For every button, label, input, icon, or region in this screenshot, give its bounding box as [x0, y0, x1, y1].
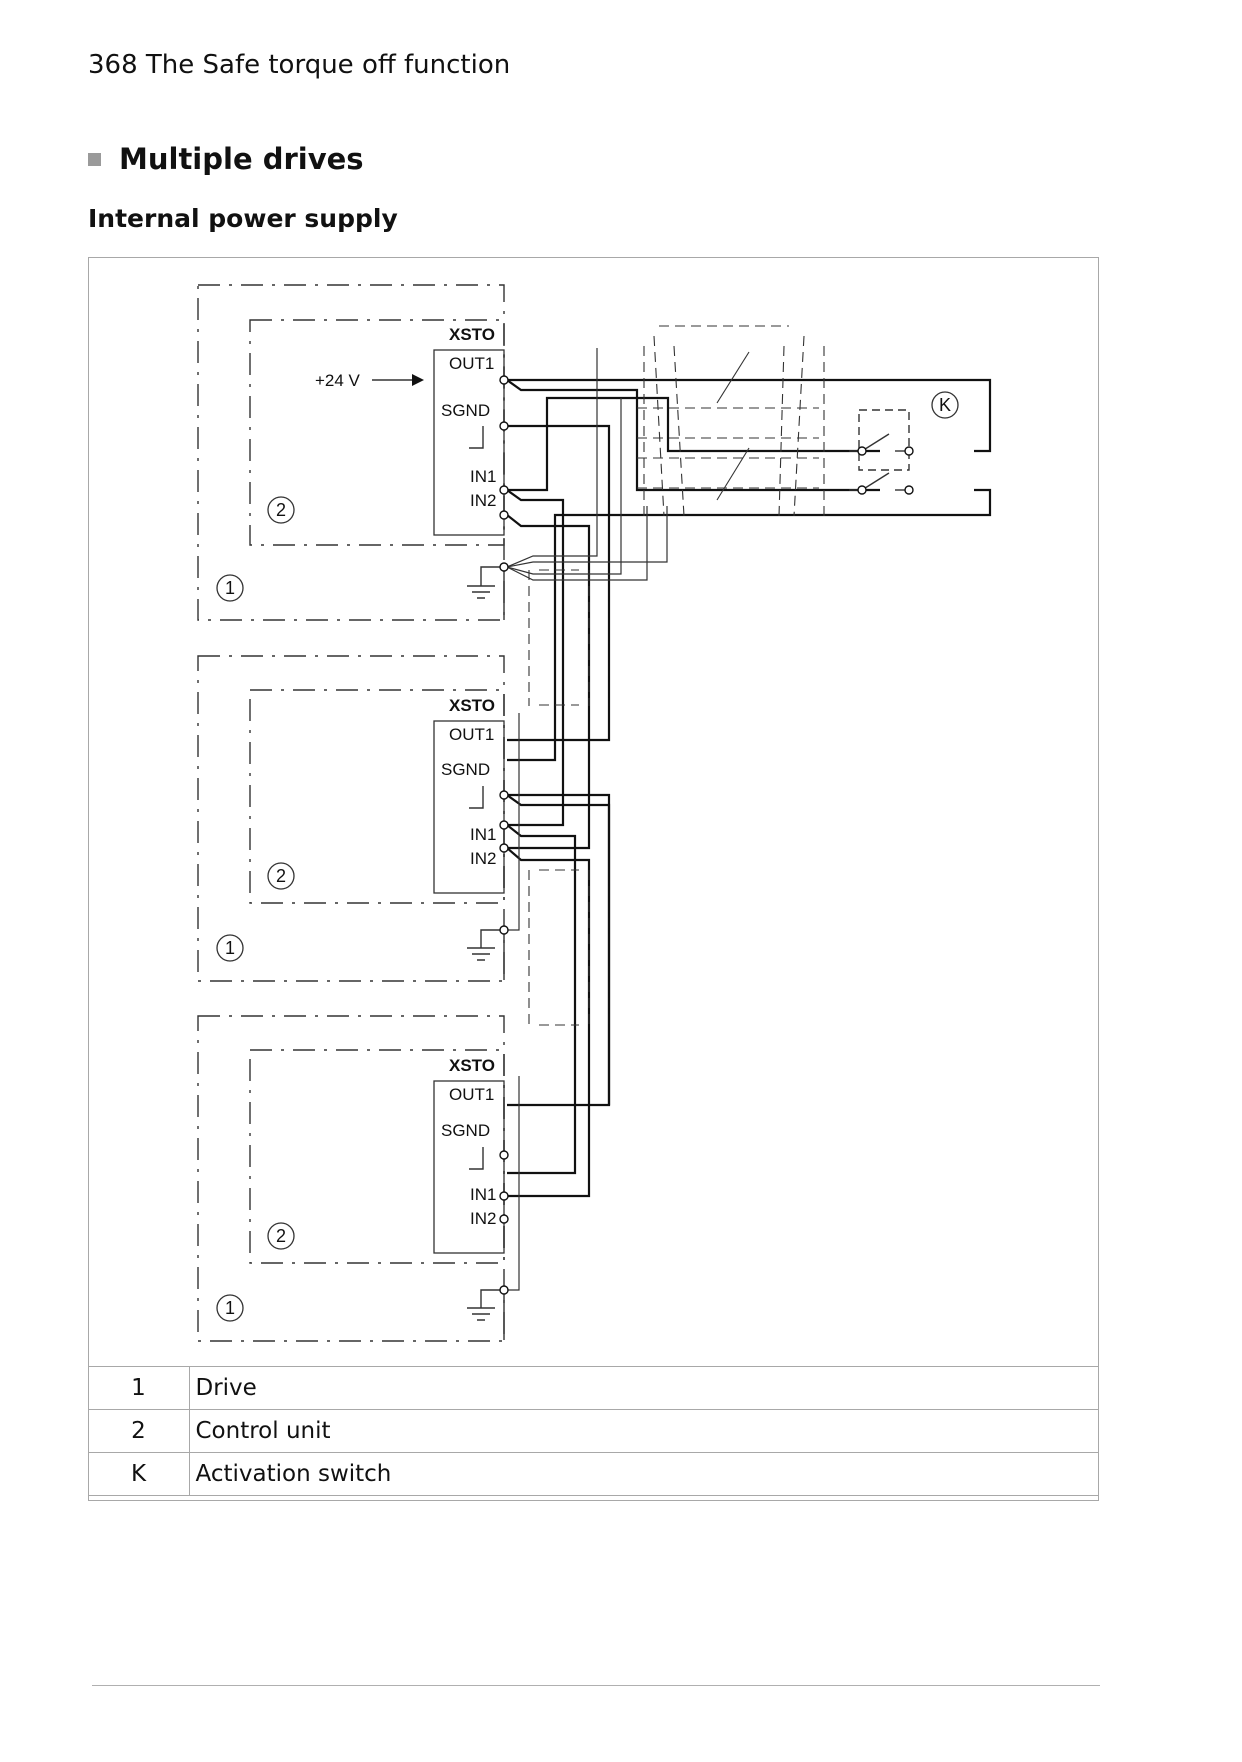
out1-label-1: OUT1: [449, 354, 494, 373]
callout-circle-icon: [267, 1222, 295, 1250]
running-head: 368 The Safe torque off function: [88, 50, 511, 80]
in2-label-3: IN2: [470, 1209, 496, 1228]
callout-control-unit-1: 2: [276, 500, 286, 520]
xsto-label-1: XSTO: [449, 325, 495, 344]
legend-description: Activation switch: [188, 1452, 1099, 1496]
xsto-terminal-block-1: [433, 349, 505, 536]
legend-table: 1 Drive 2 Control unit K Activation swit…: [87, 1366, 1099, 1496]
figure-frame: XSTO OUT1 SGND IN1 IN2 +24 V XSTO OUT1 S…: [87, 257, 1099, 1501]
legend-row: K Activation switch: [87, 1452, 1099, 1496]
xsto-terminal-block-2: [433, 720, 505, 894]
callout-circle-icon: [216, 574, 244, 602]
in2-label-2: IN2: [470, 849, 496, 868]
legend-key: K: [87, 1452, 190, 1496]
callout-circle-icon: [931, 391, 959, 419]
xsto-label-3: XSTO: [449, 1056, 495, 1075]
legend-key: 2: [87, 1409, 190, 1453]
cable-shield: [528, 325, 825, 1026]
callout-drive-2: 1: [225, 938, 235, 958]
terminal-node: [499, 375, 914, 1295]
callout-switch: K: [939, 395, 951, 415]
control-unit-block-1: [249, 319, 505, 546]
earth-ground-icon: [467, 1289, 504, 1321]
subsection-title: Internal power supply: [88, 204, 398, 233]
in2-label-1: IN2: [470, 491, 496, 510]
callout-control-unit-2: 2: [276, 866, 286, 886]
earth-ground-icon: [467, 929, 504, 961]
legend-description: Control unit: [188, 1409, 1099, 1453]
out1-label-3: OUT1: [449, 1085, 494, 1104]
xsto-label-2: XSTO: [449, 696, 495, 715]
supply-voltage-label: +24 V: [315, 371, 361, 390]
xsto-terminal-block-3: [433, 1080, 505, 1254]
drive-block-2: [197, 655, 505, 982]
footer-rule: [92, 1685, 1100, 1686]
legend-key: 1: [87, 1366, 190, 1410]
drive-block-3: [197, 1015, 505, 1342]
signal-wiring: [506, 378, 992, 1198]
callout-drive-1: 1: [225, 578, 235, 598]
in1-label-1: IN1: [470, 467, 496, 486]
callout-circle-icon: [267, 496, 295, 524]
wiring-diagram: XSTO OUT1 SGND IN1 IN2 +24 V XSTO OUT1 S…: [197, 284, 992, 1342]
legend-row: 1 Drive: [87, 1366, 1099, 1410]
out1-label-2: OUT1: [449, 725, 494, 744]
callout-circle-icon: [216, 934, 244, 962]
control-unit-block-3: [249, 1049, 505, 1264]
in1-label-2: IN1: [470, 825, 496, 844]
sgnd-label-1: SGND: [441, 401, 490, 420]
callout-control-unit-3: 2: [276, 1226, 286, 1246]
section-marker-icon: [88, 152, 101, 166]
legend-row: 2 Control unit: [87, 1409, 1099, 1453]
section-heading: Multiple drives: [88, 142, 364, 176]
callout-circle-icon: [267, 862, 295, 890]
legend-description: Drive: [188, 1366, 1099, 1410]
section-title: Multiple drives: [119, 142, 364, 176]
sgnd-label-2: SGND: [441, 760, 490, 779]
sgnd-label-3: SGND: [441, 1121, 490, 1140]
supply-arrow-icon: [412, 374, 424, 386]
earth-ground-icon: [467, 566, 504, 599]
callout-circle-icon: [216, 1294, 244, 1322]
control-unit-block-2: [249, 689, 505, 904]
callout-drive-3: 1: [225, 1298, 235, 1318]
in1-label-3: IN1: [470, 1185, 496, 1204]
